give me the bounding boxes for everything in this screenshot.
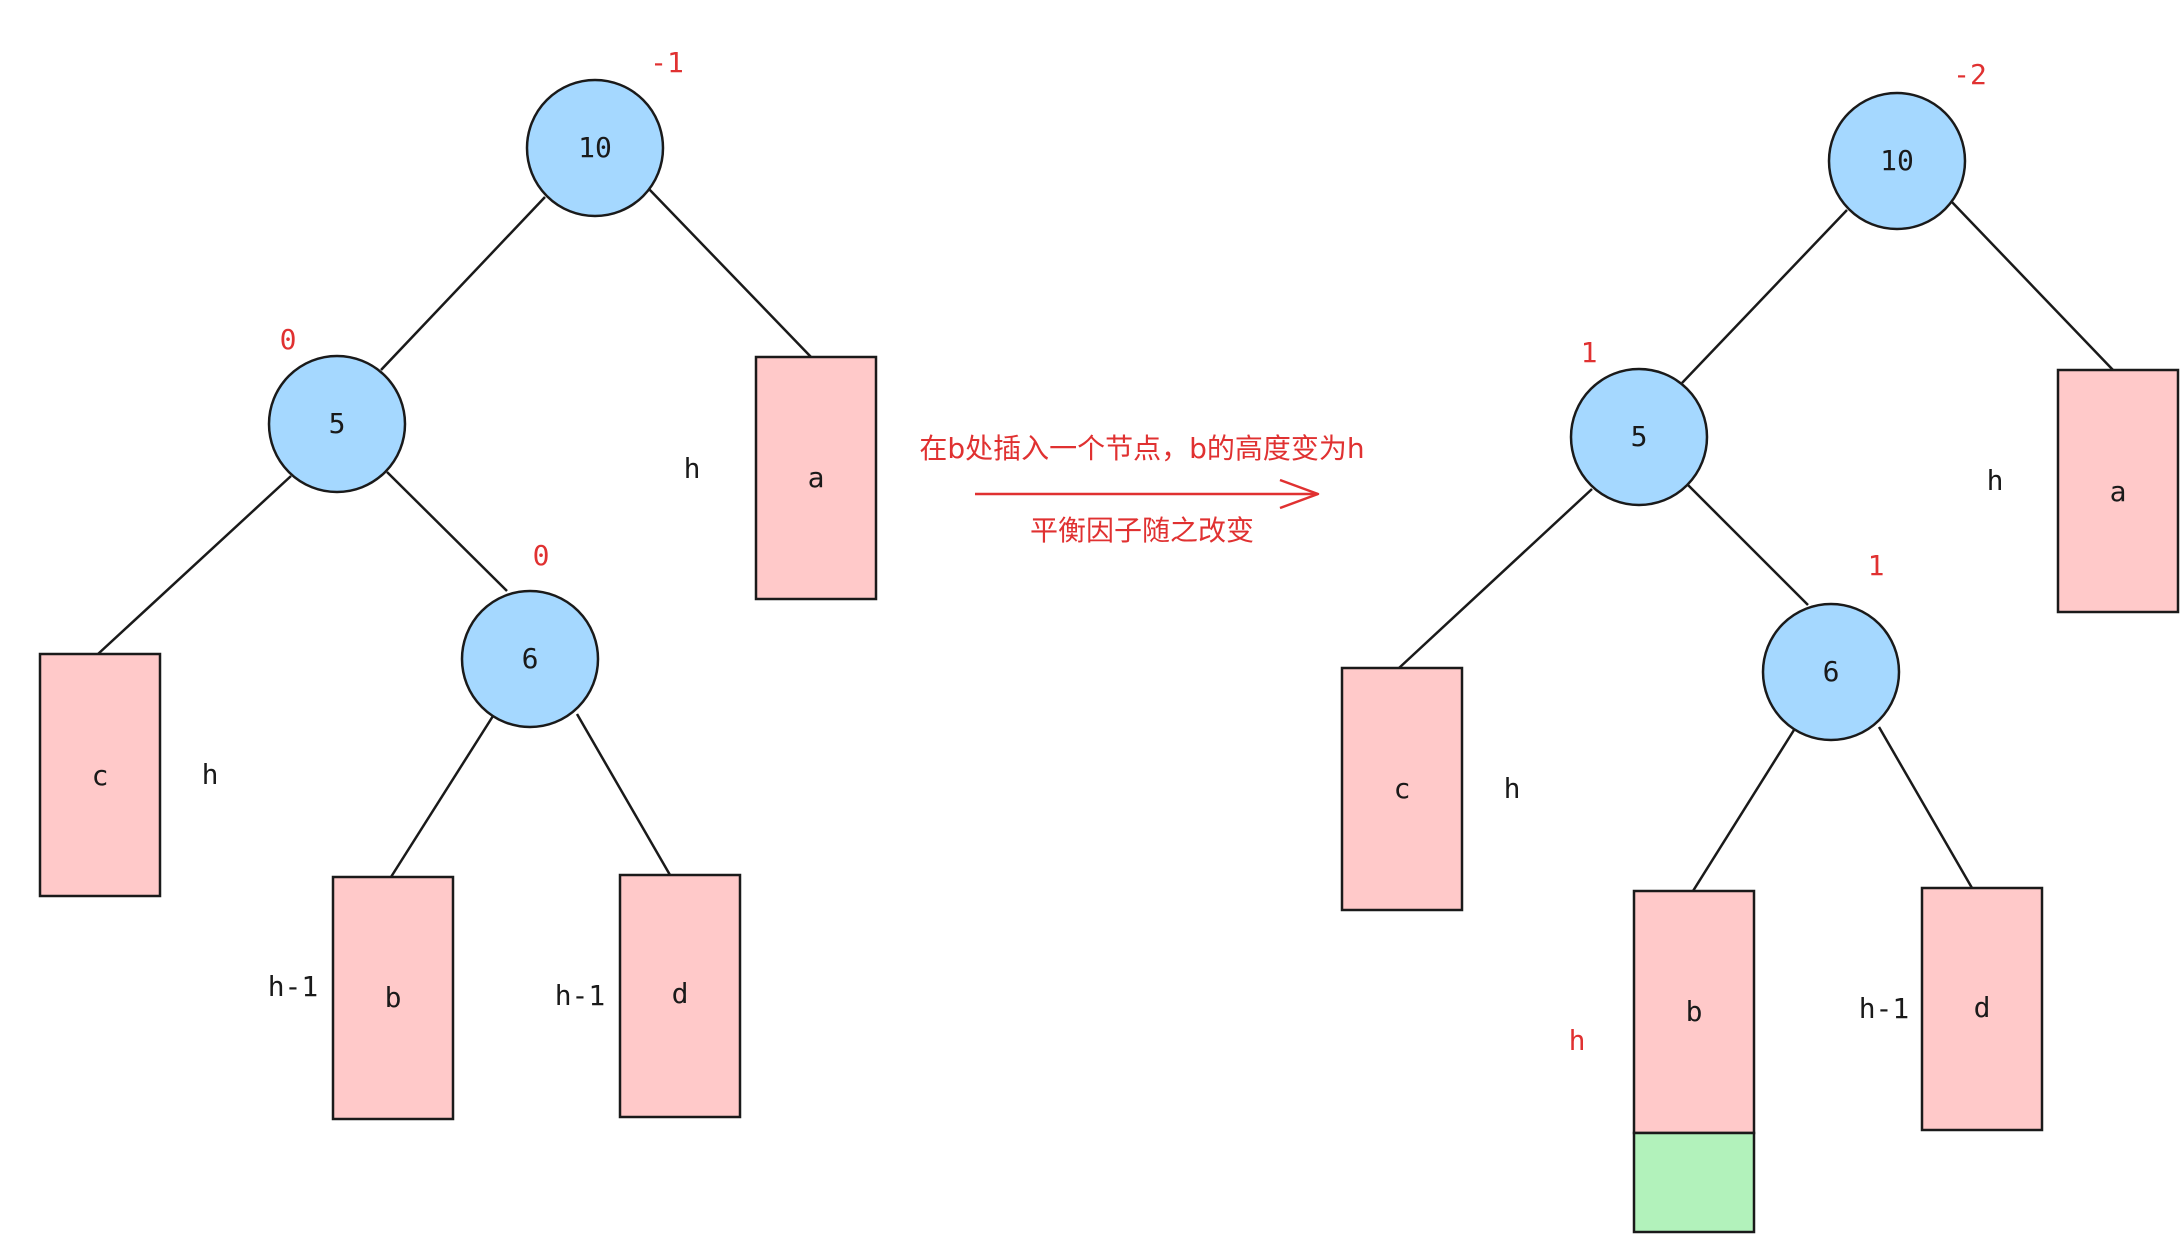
subtree-b-label: b xyxy=(1686,995,1703,1028)
node-10 xyxy=(525,78,665,218)
edge-6-d xyxy=(575,713,672,876)
edge-10-a xyxy=(647,187,812,358)
node-10 xyxy=(1827,91,1967,231)
node-6 xyxy=(460,589,600,729)
caption-top: 在b处插入一个节点，b的高度变为h xyxy=(919,432,1364,465)
edge-5-6 xyxy=(386,471,508,592)
edge-10-5 xyxy=(380,196,546,371)
node-5-value: 5 xyxy=(1631,420,1648,453)
subtree-c xyxy=(1340,666,1464,912)
transition: 在b处插入一个节点，b的高度变为h 平衡因子随之改变 xyxy=(919,432,1364,547)
subtree-a-height: h xyxy=(684,452,701,485)
subtree-c xyxy=(38,652,162,898)
node-5-balance-factor: 1 xyxy=(1581,336,1598,369)
subtree-a-height: h xyxy=(1987,464,2004,497)
edge-10-a xyxy=(1949,199,2114,371)
edge-6-b xyxy=(389,715,495,878)
subtree-b xyxy=(1632,889,1756,1135)
node-10-value: 10 xyxy=(578,131,612,164)
arrow-head-icon xyxy=(1279,478,1320,510)
node-6-value: 6 xyxy=(1823,655,1840,688)
before-tree: a h c h b h-1 d h-1 10 -1 5 0 6 0 xyxy=(38,46,878,1121)
node-6-balance-factor: 1 xyxy=(1868,549,1885,582)
subtree-c-height: h xyxy=(1504,772,1521,805)
subtree-d xyxy=(1920,886,2044,1132)
caption-bottom: 平衡因子随之改变 xyxy=(1030,514,1254,547)
node-5 xyxy=(267,354,407,494)
edge-5-c xyxy=(97,475,292,655)
node-6-balance-factor: 0 xyxy=(533,539,550,572)
subtree-c-height: h xyxy=(202,758,219,791)
node-5-balance-factor: 0 xyxy=(280,323,297,356)
subtree-a-label: a xyxy=(808,461,825,494)
subtree-b xyxy=(331,875,455,1121)
subtree-b-height: h-1 xyxy=(268,970,319,1003)
edge-6-d xyxy=(1877,726,1974,889)
edge-5-6 xyxy=(1687,484,1809,606)
node-5 xyxy=(1569,367,1709,507)
subtree-c-label: c xyxy=(92,759,109,792)
edge-10-5 xyxy=(1681,209,1848,384)
node-10-value: 10 xyxy=(1880,144,1914,177)
subtree-d xyxy=(618,873,742,1119)
subtree-b-label: b xyxy=(385,981,402,1014)
subtree-d-height: h-1 xyxy=(1859,992,1910,1025)
edge-5-c xyxy=(1398,488,1593,669)
node-10-balance-factor: -1 xyxy=(650,46,684,79)
node-10-balance-factor: -2 xyxy=(1953,58,1987,91)
subtree-c-label: c xyxy=(1394,772,1411,805)
subtree-d-height: h-1 xyxy=(555,979,606,1012)
subtree-d-label: d xyxy=(672,977,689,1010)
node-6 xyxy=(1761,602,1901,742)
subtree-d-label: d xyxy=(1974,991,1991,1024)
node-6-value: 6 xyxy=(522,642,539,675)
subtree-a xyxy=(2056,368,2180,614)
subtree-a xyxy=(754,355,878,601)
inserted-node-block xyxy=(1632,1131,1756,1234)
edge-6-b xyxy=(1691,729,1796,892)
node-5-value: 5 xyxy=(329,407,346,440)
after-tree: a h c h b h d h-1 10 -2 5 1 6 1 xyxy=(1340,58,2180,1234)
subtree-b-height: h xyxy=(1569,1024,1586,1057)
subtree-a-label: a xyxy=(2110,475,2127,508)
